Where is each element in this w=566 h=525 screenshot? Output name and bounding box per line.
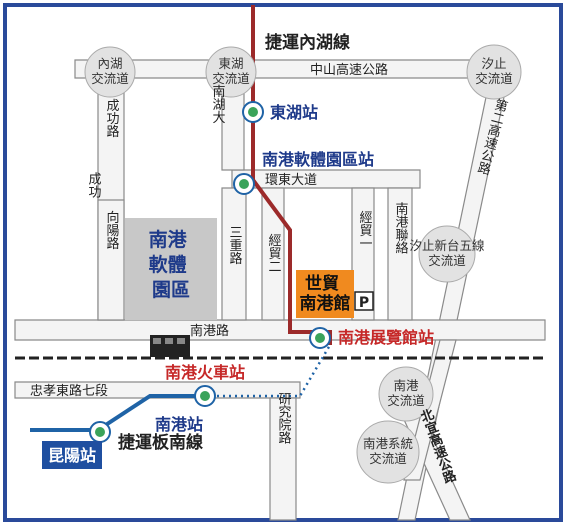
- interchange-nangang-system: 南港系統 交流道: [356, 420, 420, 484]
- bannan-line-dotted: [205, 344, 332, 398]
- interchange-xizhi-taiwu: 汐止新台五線 交流道: [409, 225, 485, 283]
- svg-text:內湖: 內湖: [97, 56, 122, 71]
- nangang-lianluo-road: [387, 187, 413, 321]
- zhongshan-freeway: [74, 59, 501, 79]
- huandong-road: [231, 169, 421, 189]
- neihu-line-label: 捷運內湖線: [265, 32, 350, 53]
- mrt-station-icon: [309, 327, 331, 349]
- interchange-donghu: 東湖 交流道: [205, 46, 257, 98]
- mrt-station-icon: [194, 385, 216, 407]
- road-zhongshan-freeway: 中山高速公路: [310, 62, 388, 78]
- landmark-software-park: 南港 軟體 園區: [149, 229, 194, 301]
- svg-text:交流道: 交流道: [475, 71, 513, 86]
- svg-text:汐止: 汐止: [481, 56, 506, 71]
- expo-block: [296, 270, 354, 318]
- train-icon: [150, 335, 190, 357]
- road-chenggong-2: 成功: [86, 172, 102, 199]
- station-software-park: 南港軟體園區站: [262, 150, 374, 169]
- xiangyang-road: [97, 199, 125, 321]
- svg-text:南港: 南港: [393, 378, 419, 393]
- road-nanhu: 南湖大: [210, 84, 226, 124]
- kunyang-station-box: [42, 441, 102, 469]
- mrt-station-icon: [89, 421, 111, 443]
- yanjiuyuan-road: [269, 397, 297, 521]
- station-nangang: 南港站: [155, 415, 203, 434]
- parking-label: P: [359, 295, 369, 311]
- software-park-block: [125, 218, 217, 320]
- station-kunyang: 昆陽站: [48, 446, 96, 465]
- mrt-station-icon: [233, 173, 255, 195]
- svg-text:交流道: 交流道: [369, 451, 407, 466]
- interchange-neihu: 內湖 交流道: [84, 46, 136, 98]
- road-huandong: 環東大道: [265, 172, 317, 188]
- road-yanjiuyuan: 研究院路: [276, 392, 292, 444]
- svg-text:南港系統: 南港系統: [363, 436, 413, 451]
- svg-text:交流道: 交流道: [212, 71, 250, 86]
- interchange-nangang: 南港 交流道: [378, 366, 434, 422]
- road-xiangyang: 向陽路: [104, 210, 120, 250]
- svg-text:東湖: 東湖: [218, 56, 243, 71]
- zhongxiao-road: [14, 381, 301, 399]
- station-donghu: 東湖站: [270, 103, 318, 122]
- station-exhibition: 南港展覽館站: [338, 328, 434, 347]
- road-jingmao1: 經貿一: [357, 211, 373, 250]
- road-chenggong-1: 成功路: [104, 99, 120, 138]
- svg-text:交流道: 交流道: [91, 71, 129, 86]
- jingmao2-road: [261, 187, 285, 321]
- interchange-xizhi: 汐止 交流道: [466, 44, 522, 100]
- road-jingmao2: 經貿二: [266, 234, 282, 273]
- road-nangang-lianluo: 南港聯絡: [393, 201, 409, 254]
- landmark-expo: 世貿 南港館: [300, 273, 351, 314]
- road-sanchong: 三重路: [227, 226, 243, 265]
- svg-text:汐止新台五線: 汐止新台五線: [409, 238, 485, 253]
- road-nangang: 南港路: [190, 323, 229, 339]
- station-train: 南港火車站: [165, 363, 245, 382]
- svg-text:交流道: 交流道: [387, 393, 425, 408]
- nangang-road-horizontal: [14, 319, 546, 341]
- svg-text:交流道: 交流道: [428, 253, 466, 268]
- bannan-line-label: 捷運板南線: [118, 432, 203, 453]
- mrt-station-icon: [242, 101, 264, 123]
- parking-icon: [354, 291, 374, 311]
- road-zhongxiao: 忠孝東路七段: [30, 383, 108, 399]
- bannan-line: [30, 394, 205, 432]
